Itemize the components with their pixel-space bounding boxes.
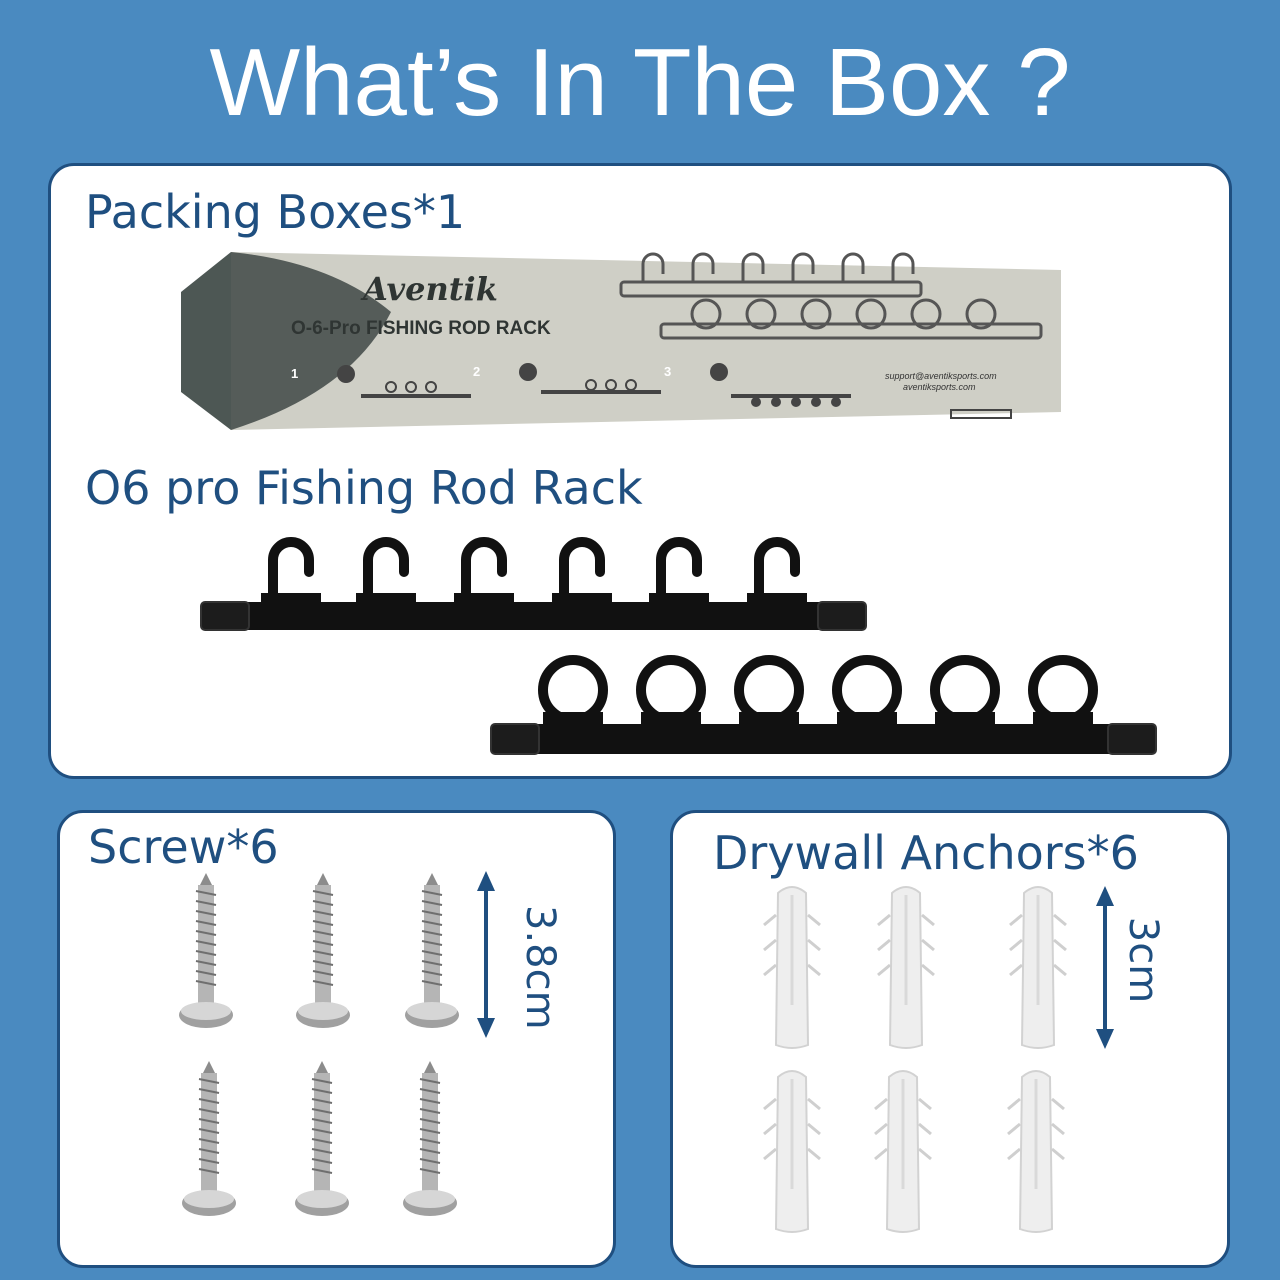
drywall-anchor-icon — [873, 1069, 933, 1234]
ring-rack-image — [490, 655, 1157, 755]
drywall-anchor-icon — [1008, 885, 1068, 1050]
contents-panel-anchors: Drywall Anchors*6 3cm — [670, 810, 1230, 1268]
screw-icon — [294, 1060, 350, 1217]
anchor-length-label: 3cm — [1120, 916, 1166, 1004]
hook-rack-image — [200, 537, 867, 631]
contents-panel-main: Packing Boxes*1 Aventik O-6-Pro FISHING … — [48, 163, 1232, 779]
contents-panel-screws: Screw*6 — [57, 810, 616, 1268]
screw-icon — [181, 1060, 237, 1217]
drywall-anchor-icon — [762, 1069, 822, 1234]
box-step-2: 2 — [473, 364, 481, 379]
box-step-3: 3 — [664, 364, 672, 379]
screw-icon — [295, 872, 351, 1029]
screw-icon — [404, 872, 460, 1029]
anchors-label: Drywall Anchors*6 — [713, 826, 1139, 880]
drywall-anchor-icon — [1006, 1069, 1066, 1234]
box-brand: Aventik — [363, 270, 498, 308]
anchors-image — [762, 885, 1114, 1234]
packing-boxes-label: Packing Boxes*1 — [85, 185, 466, 239]
page-title: What’s In The Box ? — [209, 29, 1071, 136]
screw-length-arrow — [477, 871, 495, 1038]
box-step-1: 1 — [291, 366, 299, 381]
anchor-length-arrow — [1096, 886, 1114, 1049]
screws-image — [178, 871, 495, 1217]
drywall-anchor-icon — [876, 885, 936, 1050]
screws-label: Screw*6 — [88, 820, 279, 874]
box-product-name: O-6-Pro FISHING ROD RACK — [291, 318, 551, 339]
fishing-rod-rack-label: O6 pro Fishing Rod Rack — [85, 461, 643, 515]
screw-icon — [402, 1060, 458, 1217]
drywall-anchor-icon — [762, 885, 822, 1050]
box-support-email: support@aventiksports.com — [885, 371, 997, 381]
box-website: aventiksports.com — [903, 382, 976, 392]
screw-icon — [178, 872, 234, 1029]
packing-box-image — [181, 252, 1061, 430]
screw-length-label: 3.8cm — [517, 905, 563, 1030]
